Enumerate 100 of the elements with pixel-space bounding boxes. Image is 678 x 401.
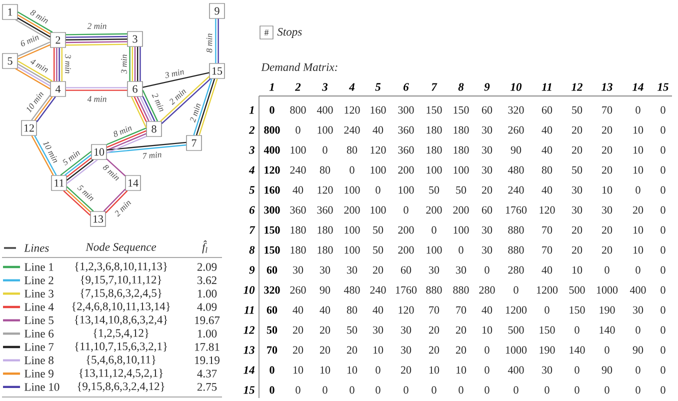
route-line [66, 41, 128, 44]
row-number: 4 [248, 166, 254, 174]
demand-value: 20 [632, 206, 644, 214]
stop-box: 2 [50, 32, 66, 48]
demand-value: 10 [347, 366, 358, 374]
row-number: 13 [244, 346, 254, 354]
demand-value: 80 [346, 146, 358, 154]
row-number: 3 [248, 146, 254, 154]
demand-value: 120 [344, 106, 360, 114]
route-line [130, 96, 147, 128]
row-number: 5 [249, 186, 255, 194]
route-line [137, 46, 138, 82]
demand-value: 10 [293, 366, 304, 374]
demand-value: 20 [482, 186, 492, 194]
route-line [106, 130, 146, 148]
demand-value: 1760 [396, 286, 417, 294]
demand-value: 100 [290, 146, 306, 154]
demand-value: 400 [264, 146, 280, 154]
stop-box: 11 [51, 175, 67, 191]
demand-value: 200 [398, 246, 414, 254]
demand-value: 50 [456, 186, 466, 194]
demand-value: 180 [454, 126, 469, 134]
demand-value: 0 [432, 386, 436, 394]
demand-value: 180 [454, 146, 469, 154]
route-line [54, 48, 55, 82]
demand-value: 120 [370, 146, 386, 154]
demand-value: 30 [347, 266, 358, 274]
demand-value: 10 [633, 146, 644, 154]
demand-value: 500 [569, 286, 585, 294]
column-number: 3 [322, 83, 328, 91]
demand-value: 100 [344, 246, 360, 254]
demand-value: 0 [660, 206, 666, 214]
demand-value: 0 [636, 366, 640, 374]
demand-value: 260 [290, 286, 306, 294]
demand-value: 200 [453, 206, 469, 214]
demand-value: 0 [270, 106, 274, 114]
demand-value: 0 [376, 186, 380, 194]
demand-value: 100 [344, 226, 360, 234]
demand-value: 1000 [506, 346, 527, 354]
column-number: 15 [658, 83, 668, 91]
node-sequence: {1,2,5,4,12} [94, 328, 148, 339]
demand-value: 30 [602, 206, 612, 214]
route-line [66, 33, 128, 36]
demand-value: 0 [660, 306, 666, 314]
row-number: 12 [244, 326, 255, 334]
legend-label: Line 3 [24, 290, 54, 298]
demand-value: 1000 [596, 286, 618, 294]
demand-value: 240 [508, 186, 524, 194]
demand-value: 30 [401, 346, 412, 354]
column-number: 4 [348, 83, 355, 91]
demand-value: 0 [350, 386, 354, 394]
demand-value: 60 [400, 266, 412, 274]
demand-value: 0 [296, 386, 300, 394]
demand-value: 20 [401, 366, 412, 374]
demand-value: 280 [479, 286, 495, 294]
demand-value: 30 [482, 226, 492, 234]
route-line [193, 78, 212, 136]
row-number: 6 [249, 206, 255, 214]
legend-label: Line 5 [24, 316, 54, 324]
stop-box: 13 [90, 211, 106, 227]
row-number: 8 [249, 246, 255, 254]
demand-value: 40 [482, 306, 492, 314]
demand-value: 30 [572, 186, 582, 194]
route-line [140, 46, 141, 82]
demand-value: 20 [572, 146, 582, 154]
route-line [218, 18, 219, 64]
demand-value: 10 [633, 126, 644, 134]
demand-value: 140 [600, 326, 615, 334]
demand-value: 880 [453, 286, 469, 294]
node-sequence: {7,15,8,6,3,2,4,5} [80, 288, 162, 299]
stop-box: 4 [50, 81, 66, 97]
demand-value: 50 [572, 106, 582, 114]
frequency-value: 19.67 [195, 316, 220, 324]
demand-value: 150 [540, 326, 555, 334]
demand-value: 20 [602, 246, 612, 254]
stop-box: 8 [146, 121, 162, 137]
stop-box: 15 [209, 63, 225, 79]
demand-value: 20 [572, 126, 582, 134]
demand-value: 120 [540, 206, 555, 214]
legend-label: Line 2 [24, 276, 54, 284]
route-line [18, 44, 50, 60]
demand-value: 40 [542, 126, 552, 134]
row-number: 9 [249, 266, 255, 274]
demand-value: 1200 [506, 306, 527, 314]
demand-value: 20 [320, 326, 330, 334]
demand-value: 300 [398, 106, 414, 114]
demand-value: 100 [370, 206, 386, 214]
node-sequence: {1,2,3,6,8,10,11,13} [75, 262, 167, 272]
demand-value: 0 [322, 146, 328, 154]
demand-value: 0 [660, 106, 666, 114]
travel-time-label: 2 min [190, 104, 201, 123]
demand-value: 60 [482, 206, 492, 214]
demand-value: 0 [484, 386, 490, 394]
demand-value: 360 [317, 206, 333, 214]
demand-value: 40 [542, 146, 552, 154]
demand-value: 120 [318, 186, 333, 194]
route-line [58, 48, 60, 82]
demand-value: 0 [514, 286, 518, 294]
demand-value: 0 [296, 126, 300, 134]
demand-value: 0 [660, 286, 666, 294]
